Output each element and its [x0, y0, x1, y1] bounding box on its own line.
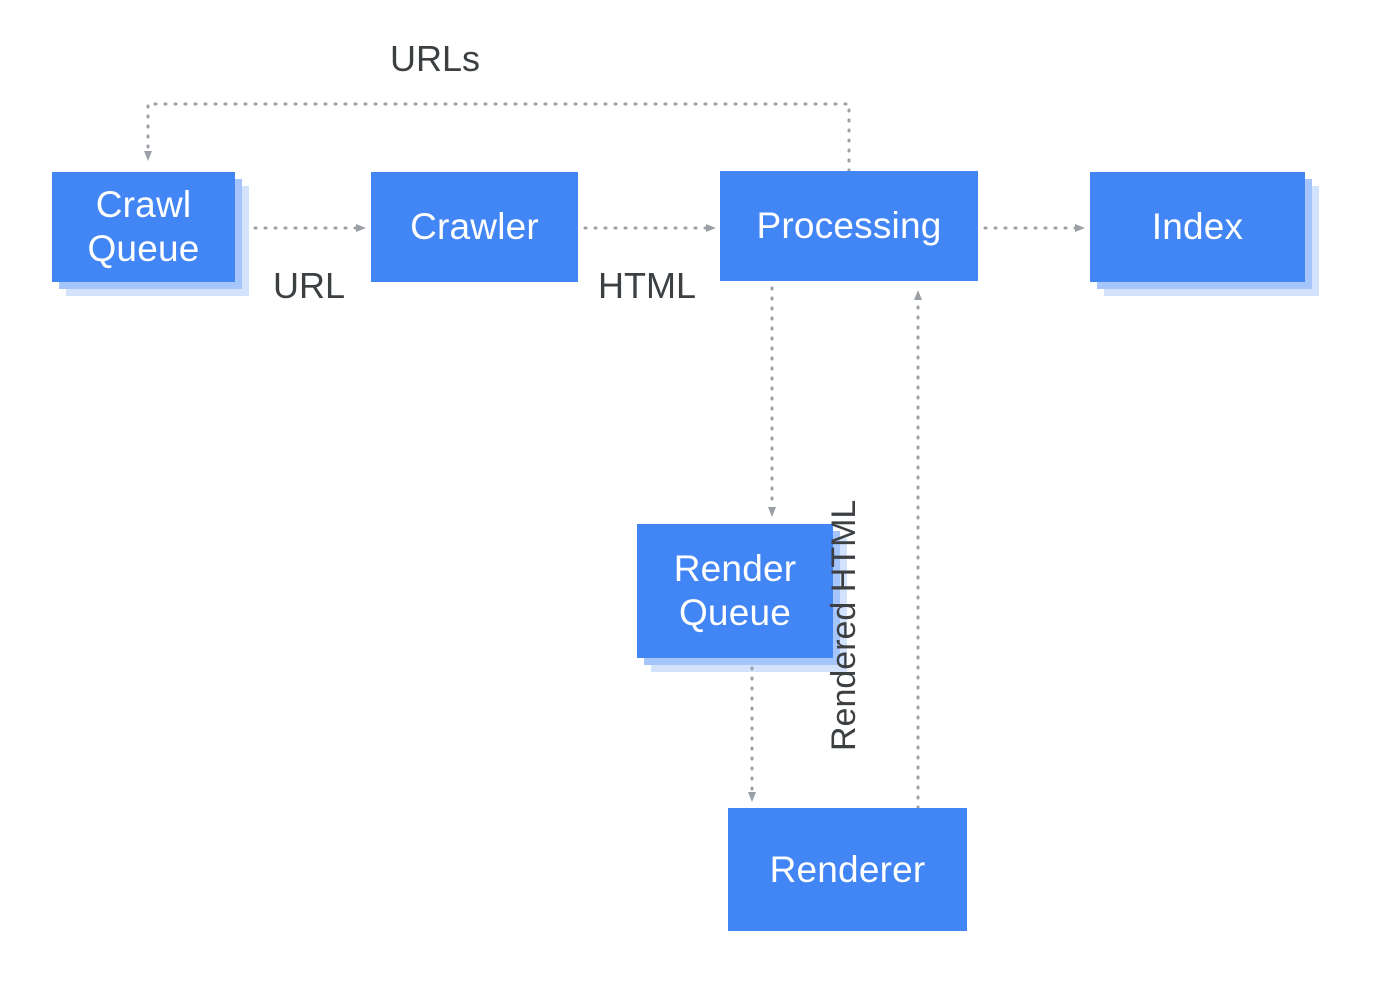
node-processing[interactable]: Processing — [720, 171, 978, 281]
node-index-label: Index — [1151, 206, 1244, 248]
node-crawler[interactable]: Crawler — [371, 172, 578, 282]
node-index[interactable]: Index — [1090, 172, 1305, 282]
edge-label-html: HTML — [598, 265, 696, 306]
node-renderer[interactable]: Renderer — [728, 808, 967, 931]
node-render-queue-label: Render Queue — [673, 548, 797, 633]
edge-label-url: URL — [273, 265, 346, 306]
edge-urls — [144, 102, 851, 173]
node-crawl-queue-label: Crawl Queue — [87, 184, 200, 269]
edge-label-rendered-html: Rendered HTML — [825, 499, 863, 751]
node-processing-label: Processing — [756, 205, 942, 247]
node-crawl-queue[interactable]: Crawl Queue — [52, 172, 235, 282]
edge-label-urls: URLs — [390, 38, 481, 79]
node-render-queue[interactable]: Render Queue — [637, 524, 833, 658]
node-crawler-label: Crawler — [410, 206, 539, 248]
node-renderer-label: Renderer — [769, 848, 926, 890]
